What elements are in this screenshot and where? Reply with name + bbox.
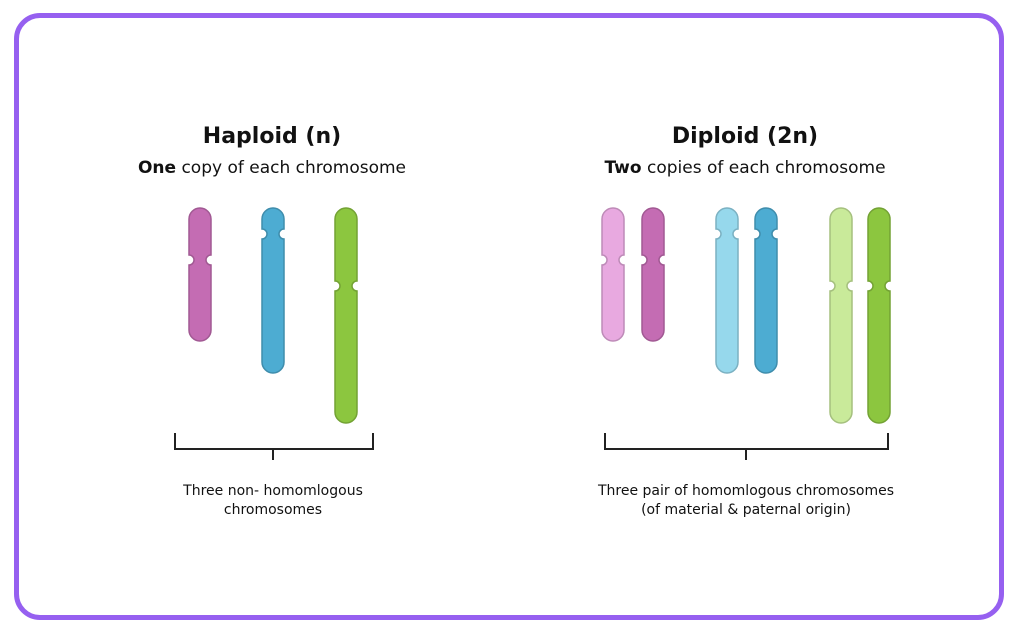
haploid-chromosomes <box>188 207 358 424</box>
haploid-caption-line2: chromosomes <box>223 502 323 518</box>
diploid-caption-line1: Three pair of homomlogous chromosomes <box>597 483 895 499</box>
haploid-subtitle-emphasis: One <box>137 158 177 178</box>
haploid-caption-line1: Three non- homomlogous <box>183 483 363 499</box>
haploid-chromosome-magenta <box>188 207 212 342</box>
diploid-caption: Three pair of homomlogous chromosomes (o… <box>546 482 946 520</box>
haploid-subtitle-text: copy of each chromosome <box>176 158 407 178</box>
diploid-subtitle: Two copies of each chromosome <box>545 158 945 178</box>
diploid-title: Diploid (2n) <box>671 124 819 149</box>
haploid-caption: Three non- homomlogous chromosomes <box>123 482 423 520</box>
diploid-subtitle-text: copies of each chromosome <box>641 158 886 178</box>
diploid-chromosome-blue-light <box>715 207 739 374</box>
diploid-chromosome-blue <box>754 207 778 374</box>
haploid-title: Haploid (n) <box>202 124 342 149</box>
diploid-chromosome-green-light <box>829 207 853 424</box>
diploid-chromosome-magenta <box>641 207 665 342</box>
diploid-bracket <box>604 433 889 460</box>
diploid-caption-line2: (of material & paternal origin) <box>641 502 851 518</box>
haploid-subtitle: One copy of each chromosome <box>92 158 452 178</box>
haploid-bracket <box>174 433 374 460</box>
haploid-chromosome-green <box>334 207 358 424</box>
diploid-subtitle-emphasis: Two <box>604 158 642 178</box>
diploid-chromosomes <box>601 207 891 424</box>
diploid-chromosome-green <box>867 207 891 424</box>
diploid-chromosome-magenta-light <box>601 207 625 342</box>
haploid-chromosome-blue <box>261 207 285 374</box>
